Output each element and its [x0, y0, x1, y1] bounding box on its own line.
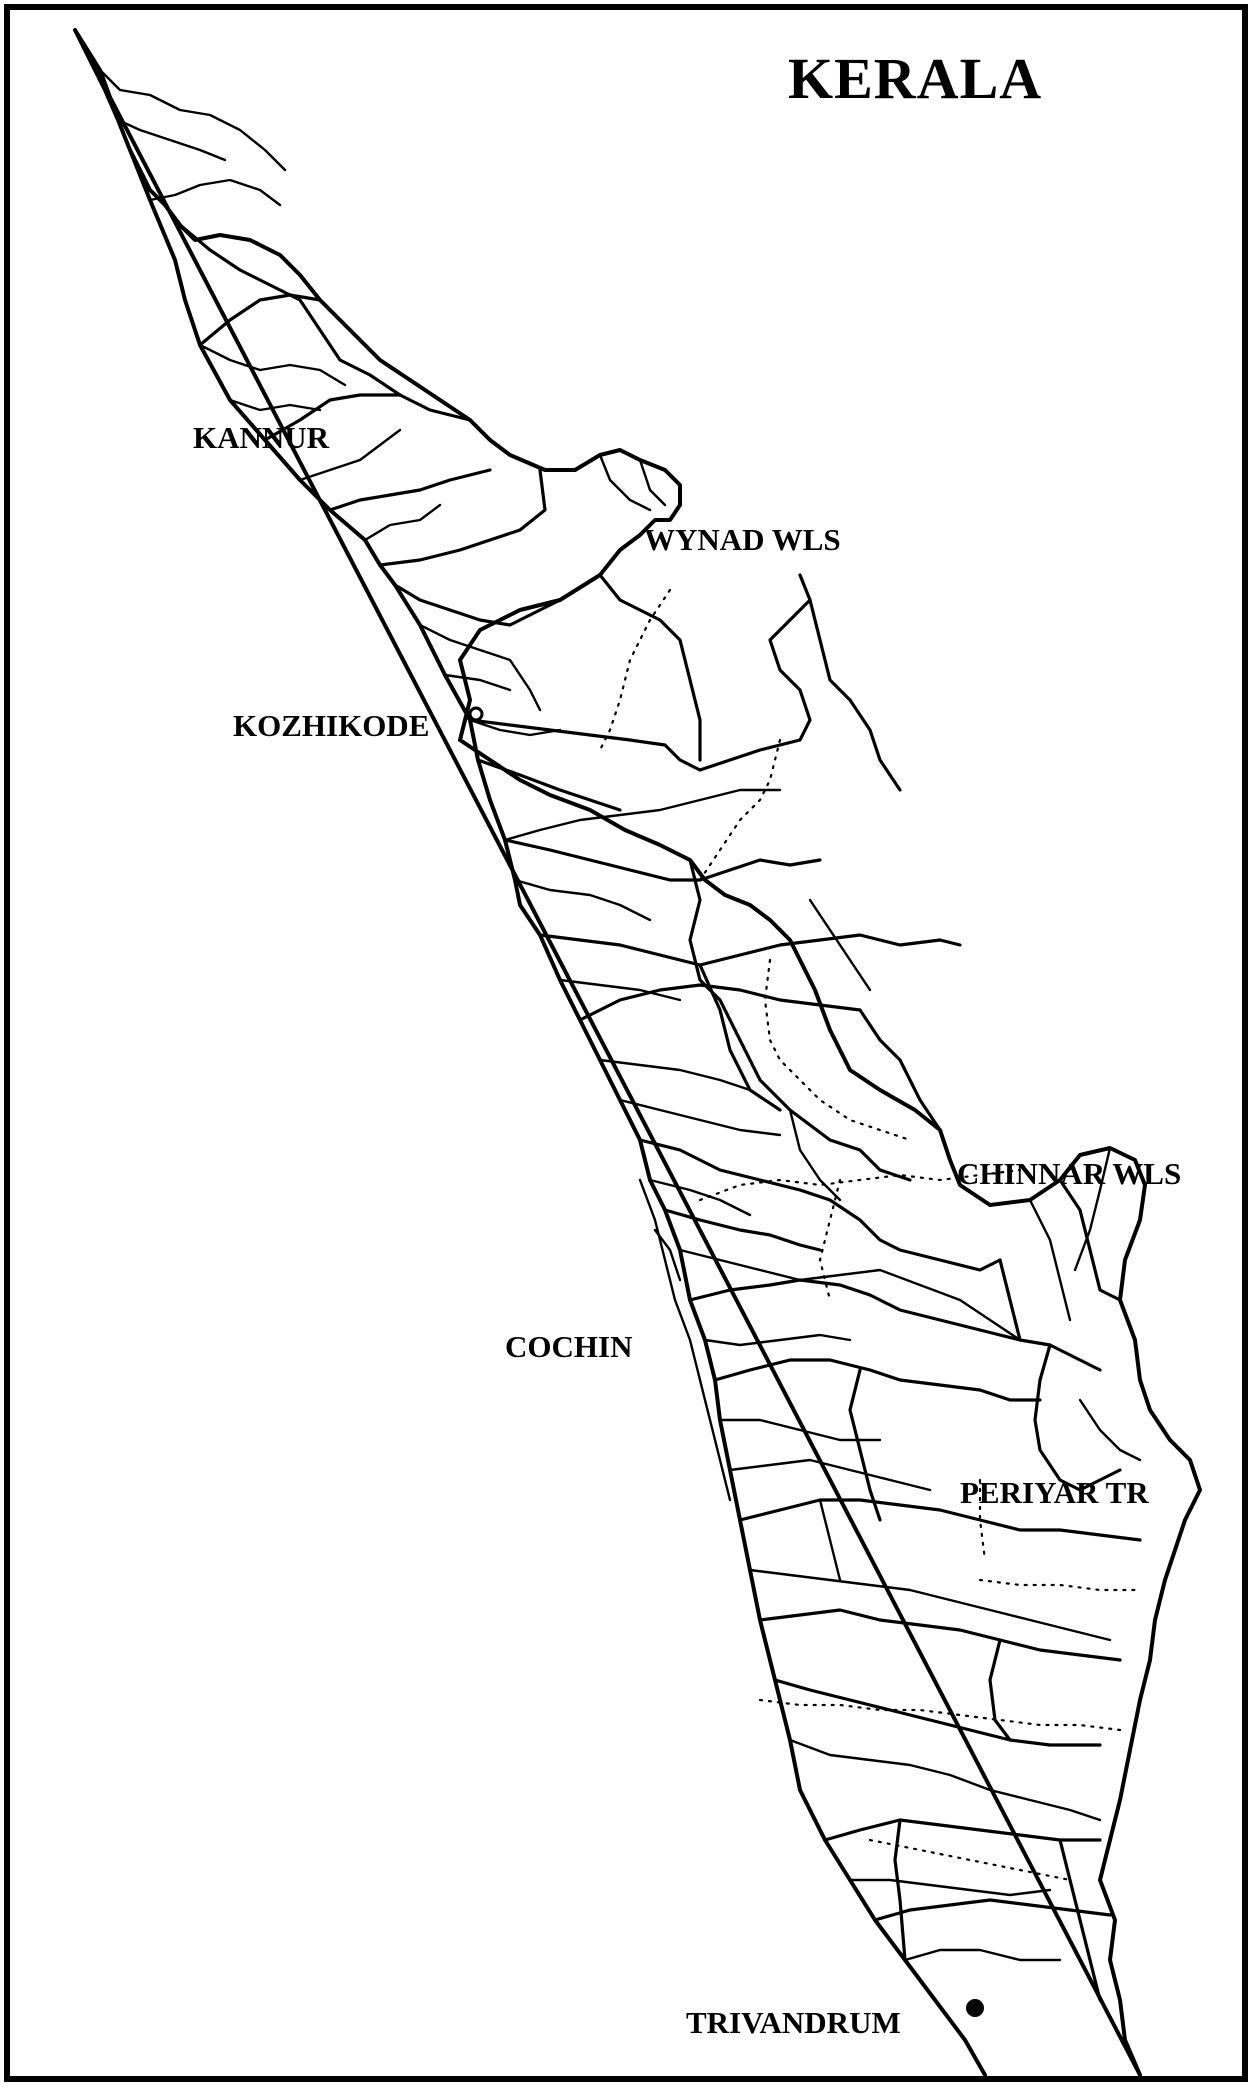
dotted-boundary: [763, 958, 912, 1142]
river: [503, 788, 782, 842]
river: [788, 1738, 1102, 1822]
district-border: [1058, 1838, 1102, 2002]
river: [363, 503, 442, 542]
district-border: [698, 963, 782, 1112]
dotted-boundary: [978, 1578, 1142, 1592]
label-trivandrum: TRIVANDRUM: [686, 2005, 901, 2040]
district-border: [476, 758, 622, 812]
river: [598, 1058, 752, 1092]
dotted-boundary: [868, 1838, 1072, 1882]
district-border: [178, 223, 472, 422]
river: [116, 118, 227, 162]
label-periyar-tr: PERIYAR TR: [960, 1475, 1149, 1510]
river: [903, 1948, 1062, 1962]
district-border: [578, 983, 862, 1022]
district-border: [758, 1608, 1122, 1662]
dotted-boundary: [598, 588, 672, 752]
district-border: [538, 933, 962, 967]
river: [228, 398, 322, 412]
district-border: [738, 1498, 1142, 1542]
dotted-boundary: [758, 1698, 1122, 1732]
river: [558, 978, 682, 1002]
district-border: [893, 1818, 907, 1962]
label-wynad-wls: WYNAD WLS: [644, 522, 841, 557]
river: [148, 178, 282, 207]
dotted-boundary: [698, 1168, 1022, 1202]
river: [648, 1178, 752, 1217]
label-kozhikode: KOZHIKODE: [233, 708, 429, 743]
river: [1078, 1398, 1142, 1462]
river: [958, 1298, 1022, 1342]
district-border: [663, 1208, 822, 1252]
district-border: [713, 1358, 1042, 1402]
district-border: [378, 468, 547, 567]
river: [808, 898, 872, 992]
district-border: [773, 1678, 1102, 1747]
district-border: [263, 393, 402, 442]
district-border: [988, 1638, 1012, 1742]
label-kannur: KANNUR: [193, 420, 330, 455]
district-border: [823, 1818, 1102, 1842]
district-border: [688, 858, 912, 1182]
river: [1028, 1198, 1072, 1322]
district-border: [638, 1138, 1002, 1272]
backwater: [638, 1178, 732, 1502]
river: [443, 673, 512, 692]
district-border: [198, 293, 322, 347]
river: [728, 1458, 932, 1492]
river: [1073, 1146, 1112, 1272]
river: [848, 1878, 1052, 1897]
label-chinnar-wls: CHINNAR WLS: [957, 1156, 1181, 1191]
dotted-boundary: [818, 1178, 842, 1302]
district-border: [858, 1008, 942, 1132]
river: [748, 1568, 1112, 1642]
river: [98, 68, 287, 172]
district-border: [598, 573, 702, 762]
kozhikode-marker: [468, 706, 484, 722]
river: [418, 623, 542, 712]
river: [703, 1333, 852, 1347]
river: [298, 428, 402, 482]
district-border: [808, 598, 902, 792]
map-title: KERALA: [788, 46, 1042, 111]
river: [678, 1248, 962, 1302]
district-border: [1033, 1343, 1122, 1492]
river: [788, 1108, 842, 1202]
river: [513, 878, 652, 922]
river: [598, 453, 652, 512]
state-outline: [73, 28, 1202, 2077]
district-border: [468, 573, 812, 772]
district-border: [328, 468, 492, 512]
trivandrum-marker: [966, 1999, 984, 2017]
dotted-boundary: [698, 738, 782, 882]
river: [638, 458, 667, 507]
district-border: [848, 1368, 882, 1522]
district-border: [998, 1258, 1022, 1342]
river: [468, 718, 562, 737]
river: [718, 1418, 882, 1442]
district-border: [1058, 1178, 1122, 1302]
label-cochin: COCHIN: [505, 1329, 632, 1364]
backwater: [653, 1228, 682, 1282]
district-border: [873, 1898, 1112, 1922]
river: [618, 1098, 782, 1137]
district-border: [503, 838, 822, 882]
river: [198, 343, 347, 387]
district-border: [393, 583, 562, 627]
river: [818, 1498, 842, 1582]
